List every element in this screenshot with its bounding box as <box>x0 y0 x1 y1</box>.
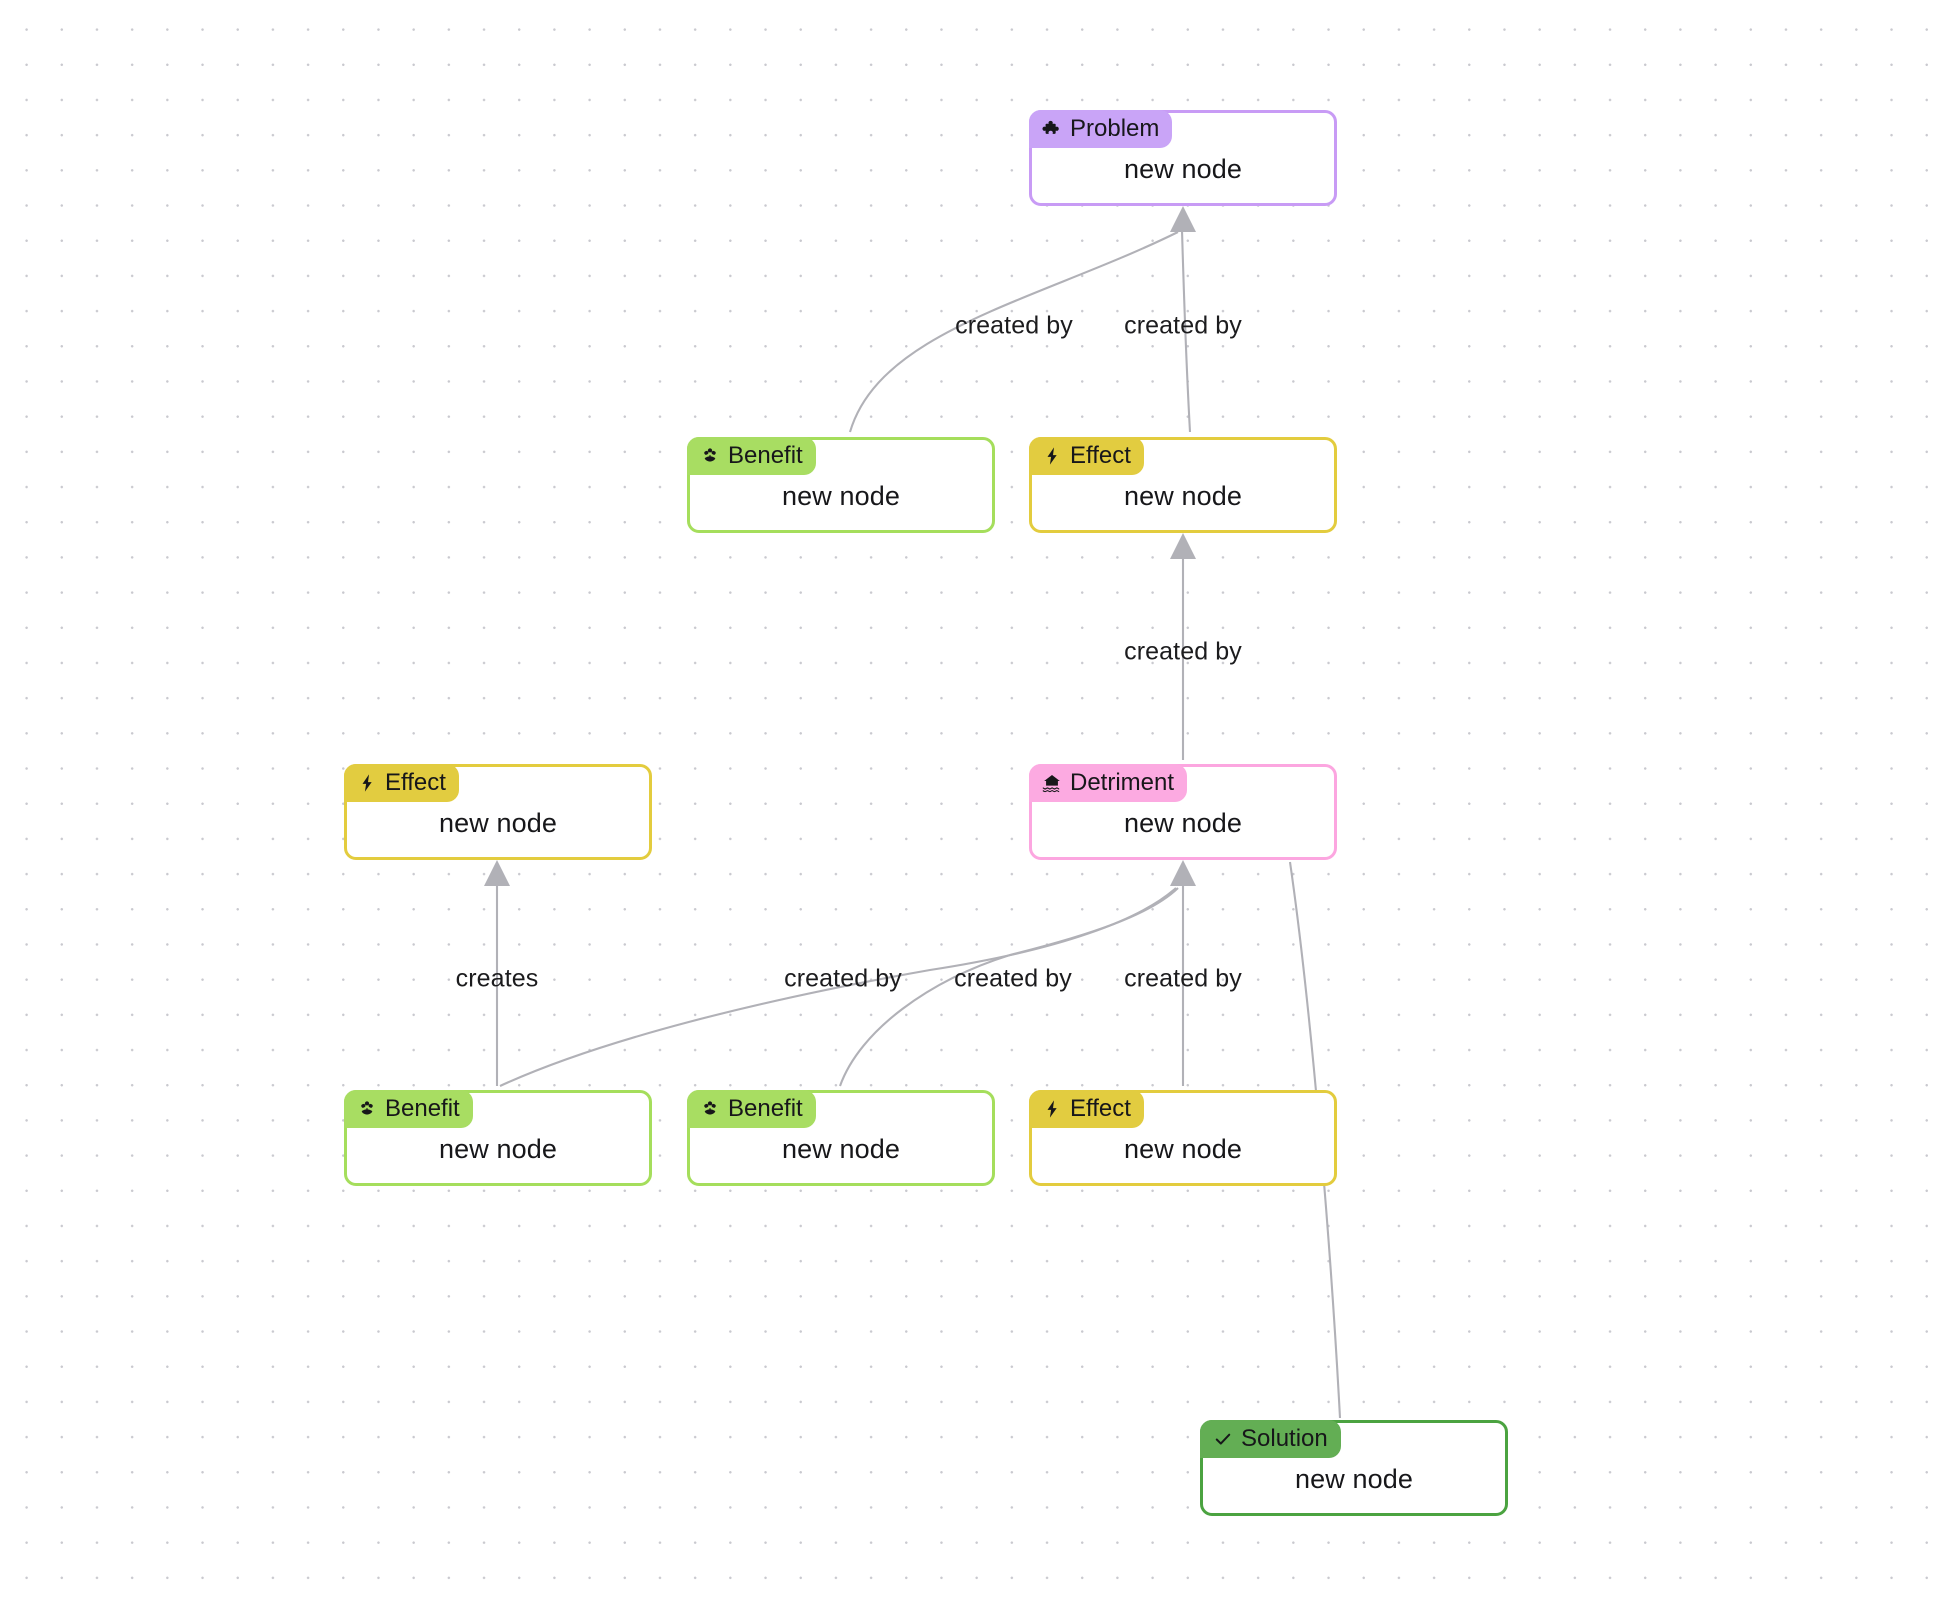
node-badge: Benefit <box>687 1090 816 1128</box>
node-badge-label: Effect <box>1070 442 1131 469</box>
edge-label: created by <box>1124 637 1242 666</box>
node-badge: Effect <box>344 764 459 802</box>
edge-label: created by <box>954 964 1072 993</box>
node-badge: Benefit <box>687 437 816 475</box>
arrowhead-detriment <box>1170 860 1196 886</box>
edge-label: created by <box>784 964 902 993</box>
node-badge-label: Effect <box>385 769 446 796</box>
arrowhead-problem <box>1170 206 1196 232</box>
flower-icon <box>699 1098 721 1120</box>
check-icon <box>1212 1428 1234 1450</box>
edge-label: created by <box>1124 311 1242 340</box>
node-detriment[interactable]: Detriment new node <box>1029 764 1337 860</box>
flower-icon <box>356 1098 378 1120</box>
node-solution[interactable]: Solution new node <box>1200 1420 1508 1516</box>
edge-label: created by <box>1124 964 1242 993</box>
node-text: new node <box>1124 807 1242 838</box>
node-benefit[interactable]: Benefit new node <box>687 437 995 533</box>
node-badge-label: Benefit <box>728 442 803 469</box>
node-benefit[interactable]: Benefit new node <box>344 1090 652 1186</box>
node-effect[interactable]: Effect new node <box>1029 437 1337 533</box>
flower-icon <box>699 445 721 467</box>
node-badge-label: Detriment <box>1070 769 1175 796</box>
node-badge: Solution <box>1200 1420 1341 1458</box>
lightning-bolt-icon <box>1041 445 1063 467</box>
lightning-bolt-icon <box>1041 1098 1063 1120</box>
node-badge: Detriment <box>1029 764 1188 802</box>
arrowhead-effect-mid <box>1170 533 1196 559</box>
node-text: new node <box>439 1133 557 1164</box>
node-badge-label: Benefit <box>728 1095 803 1122</box>
edge-label: created by <box>955 311 1073 340</box>
node-badge-label: Problem <box>1070 115 1160 142</box>
edge-label: creates <box>455 964 539 993</box>
node-badge-label: Effect <box>1070 1095 1131 1122</box>
house-flood-icon <box>1041 772 1063 794</box>
puzzle-piece-icon <box>1041 118 1063 140</box>
node-badge: Effect <box>1029 1090 1144 1128</box>
node-badge: Effect <box>1029 437 1144 475</box>
node-text: new node <box>1124 480 1242 511</box>
node-text: new node <box>1124 153 1242 184</box>
node-effect[interactable]: Effect new node <box>344 764 652 860</box>
node-problem[interactable]: Problem new node <box>1029 110 1337 206</box>
node-badge: Benefit <box>344 1090 473 1128</box>
lightning-bolt-icon <box>356 772 378 794</box>
node-text: new node <box>782 1133 900 1164</box>
node-text: new node <box>1124 1133 1242 1164</box>
node-effect[interactable]: Effect new node <box>1029 1090 1337 1186</box>
node-text: new node <box>1295 1463 1413 1494</box>
node-text: new node <box>782 480 900 511</box>
node-badge-label: Benefit <box>385 1095 460 1122</box>
node-text: new node <box>439 807 557 838</box>
node-benefit[interactable]: Benefit new node <box>687 1090 995 1186</box>
node-badge: Problem <box>1029 110 1173 148</box>
node-badge-label: Solution <box>1241 1425 1328 1452</box>
arrowhead-effect-left <box>484 860 510 886</box>
